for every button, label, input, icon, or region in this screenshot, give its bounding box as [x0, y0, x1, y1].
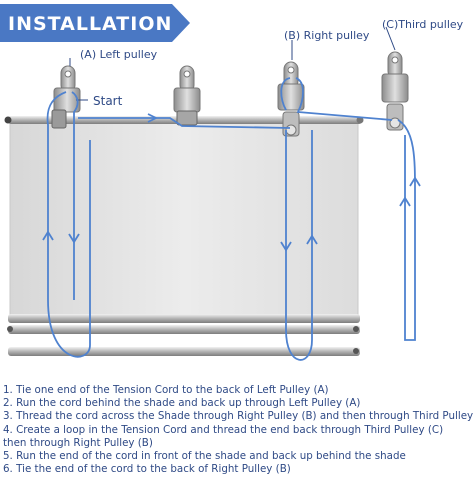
instruction-steps: 1. Tie one end of the Tension Cord to th…: [3, 384, 474, 476]
installation-diagram: [4, 26, 421, 361]
label-third-pulley: (C)Third pulley: [382, 18, 464, 31]
step-item: 5. Run the end of the cord in front of t…: [3, 450, 406, 463]
shade-fabric: [9, 121, 359, 317]
step-item: 6. Tie the end of the cord to the back o…: [3, 463, 291, 476]
installation-banner: INSTALLATION: [0, 4, 190, 42]
step-item: 3. Thread the cord across the Shade thro…: [3, 410, 474, 423]
label-left-pulley: (A) Left pulley: [80, 48, 158, 61]
step-item: 2. Run the cord behind the shade and bac…: [3, 397, 361, 410]
step-item: 4. Create a loop in the Tension Cord and…: [3, 423, 444, 436]
bracket-middle: [173, 65, 201, 126]
bracket-c: [381, 51, 409, 131]
page-title: INSTALLATION: [8, 13, 173, 35]
pointer-lines: [69, 26, 396, 101]
label-right-pulley: (B) Right pulley: [284, 29, 370, 42]
direction-arrows: [42, 113, 421, 252]
label-start: Start: [93, 94, 123, 108]
tension-cord: [46, 77, 416, 361]
step-item: 1. Tie one end of the Tension Cord to th…: [3, 384, 329, 396]
banner-shape: [0, 4, 190, 42]
step-item-continued: then through Right Pulley (B): [3, 436, 153, 449]
bottom-rails: [7, 314, 360, 356]
